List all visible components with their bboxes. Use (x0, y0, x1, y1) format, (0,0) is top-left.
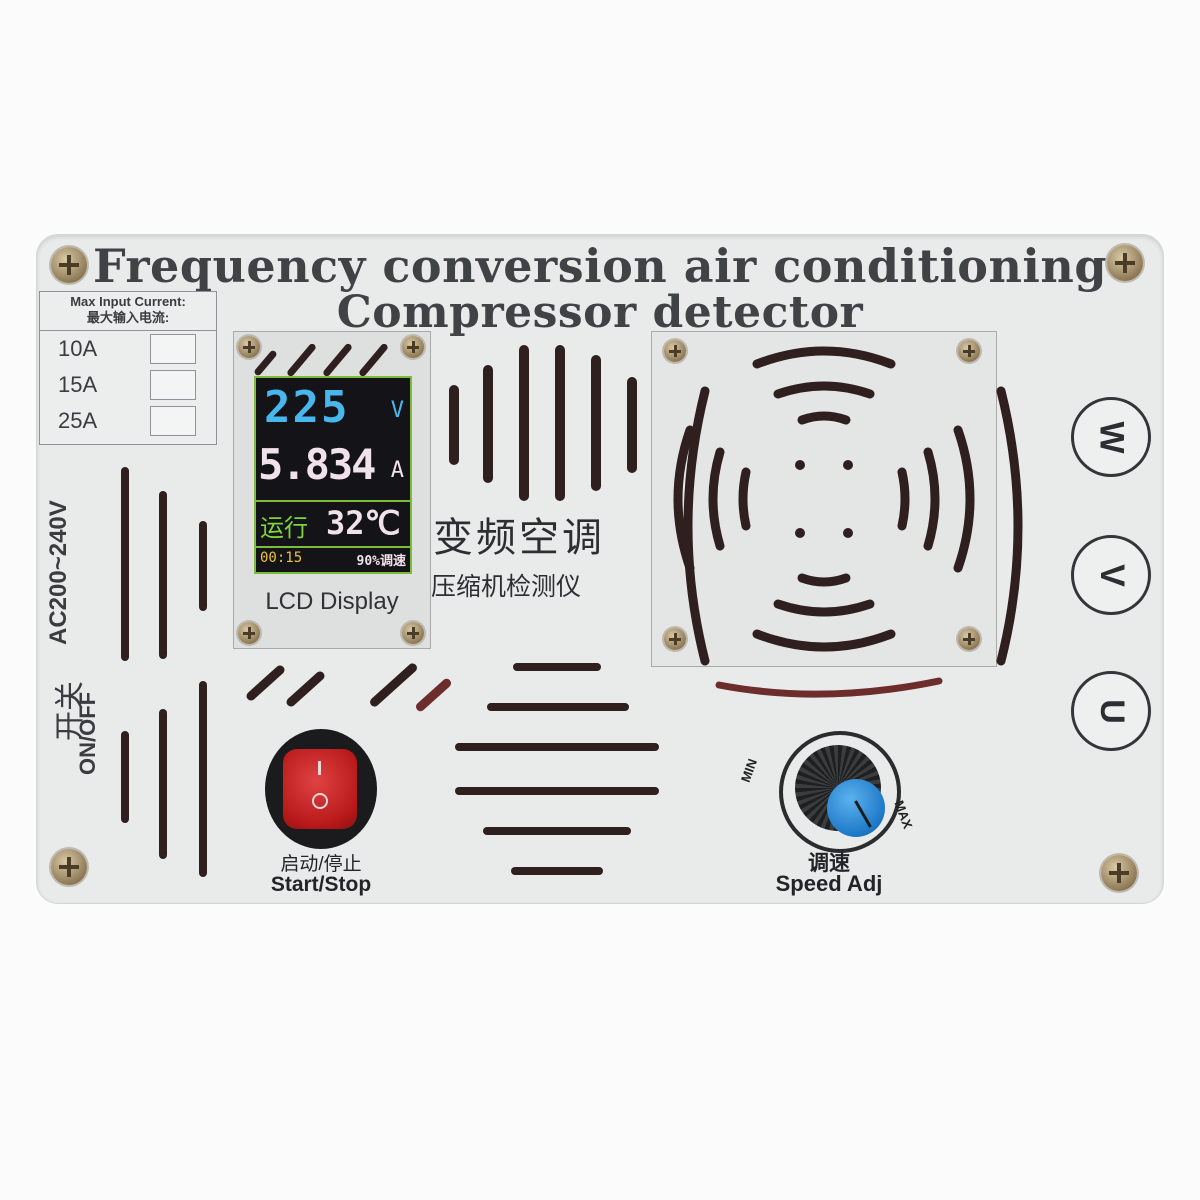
corner-screw-icon (1101, 855, 1137, 891)
speed-min-label: MIN (737, 756, 761, 785)
vent-slot (455, 787, 659, 795)
current-option-checkbox[interactable] (150, 406, 196, 436)
phase-u-terminal[interactable]: U (1071, 671, 1151, 751)
on-mark-icon (318, 761, 321, 775)
phase-w-terminal[interactable]: W (1071, 397, 1151, 477)
lcd-divider (256, 546, 410, 548)
vent-slot (368, 661, 419, 709)
corner-screw-icon (1107, 245, 1143, 281)
vent-slot (511, 867, 603, 875)
phase-w-label: W (1092, 420, 1131, 454)
power-switch-label-en: ON/OFF (75, 691, 100, 775)
lcd-current-unit: A (390, 458, 404, 483)
lcd-voltage-value: 225 (264, 382, 350, 433)
vent-slot (159, 709, 167, 859)
lcd-voltage-unit: V (390, 398, 404, 423)
vent-slot (519, 345, 529, 501)
product-subtitle-cn: 压缩机检测仪 (431, 572, 582, 601)
corner-screw-icon (51, 849, 87, 885)
off-mark-icon (312, 793, 328, 809)
fan-grille-icon (673, 346, 975, 652)
vent-slot (627, 377, 637, 473)
vent-slot (321, 342, 354, 378)
start-stop-switch[interactable] (283, 749, 357, 829)
lcd-module: 225 V 5.834 A 运行 32℃ 00:15 90%调速 LCD Dis… (233, 331, 431, 649)
start-stop-switch-bezel (265, 729, 377, 849)
lcd-speed: 90%调速 (356, 554, 406, 569)
vent-slot (121, 731, 129, 823)
max-input-current-label-cn: 最大输入电流: (86, 310, 170, 325)
phase-v-terminal[interactable]: V (1071, 535, 1151, 615)
speed-adj-label-en: Speed Adj (775, 871, 883, 896)
current-option-label: 25A (58, 408, 98, 433)
phase-u-label: U (1092, 698, 1131, 724)
fan-screw-icon (958, 628, 980, 650)
vent-slot (455, 743, 659, 751)
fan-screw-icon (664, 340, 686, 362)
speed-knob-cap[interactable] (827, 779, 885, 837)
lcd-screw-icon (238, 622, 260, 644)
current-option-25a[interactable]: 25A (40, 403, 216, 439)
phase-v-label: V (1092, 563, 1131, 587)
lcd-screw-icon (402, 622, 424, 644)
speed-knob-ring (779, 731, 901, 853)
max-input-current-box: Max Input Current: 最大输入电流: 10A 15A 25A (39, 291, 217, 445)
vent-slot (487, 703, 629, 711)
vent-slot (357, 342, 390, 378)
lcd-divider (256, 500, 410, 502)
lcd-temperature: 32℃ (326, 504, 401, 542)
lcd-status: 运行 (260, 514, 308, 542)
vent-slot (159, 491, 167, 659)
current-option-10a[interactable]: 10A (40, 331, 216, 367)
start-stop-label-cn: 启动/停止 (280, 854, 362, 875)
vent-slot (513, 663, 601, 671)
input-voltage-label: AC200~240V (45, 500, 72, 645)
lcd-timer: 00:15 (260, 550, 303, 566)
lcd-screw-icon (238, 336, 260, 358)
speed-max-label: MAX (891, 798, 916, 831)
current-option-label: 15A (58, 372, 98, 397)
vent-slot (199, 521, 207, 611)
vent-slot (244, 663, 287, 703)
control-panel: Frequency conversion air conditioning Co… (36, 234, 1164, 904)
max-input-current-header: Max Input Current: 最大输入电流: (40, 292, 216, 331)
vent-slot (555, 345, 565, 501)
start-stop-label-en: Start/Stop (270, 873, 372, 896)
fan-module (651, 331, 997, 667)
corner-screw-icon (51, 247, 87, 283)
vent-slot (199, 681, 207, 877)
lcd-screen: 225 V 5.834 A 运行 32℃ 00:15 90%调速 (254, 376, 412, 574)
lcd-caption: LCD Display (265, 588, 399, 615)
current-option-checkbox[interactable] (150, 370, 196, 400)
product-name-cn: 变频空调 (433, 515, 605, 561)
vent-slot (414, 676, 453, 714)
vent-slot (284, 669, 327, 709)
vent-slot (591, 355, 601, 491)
speed-adj-label-cn: 调速 (808, 852, 850, 875)
fan-screw-icon (958, 340, 980, 362)
lcd-current-value: 5.834 (258, 440, 376, 489)
device-subtitle: Compressor detector (336, 287, 864, 338)
device-title: Frequency conversion air conditioning (92, 239, 1108, 293)
current-option-label: 10A (58, 336, 98, 361)
vent-slot (449, 385, 459, 465)
vent-slot (121, 467, 129, 661)
max-input-current-label-en: Max Input Current: (70, 294, 186, 309)
vent-slot (285, 342, 318, 378)
vent-slot (483, 827, 631, 835)
fan-screw-icon (664, 628, 686, 650)
vent-slot (483, 365, 493, 483)
lcd-screw-icon (402, 336, 424, 358)
current-option-checkbox[interactable] (150, 334, 196, 364)
current-option-15a[interactable]: 15A (40, 367, 216, 403)
